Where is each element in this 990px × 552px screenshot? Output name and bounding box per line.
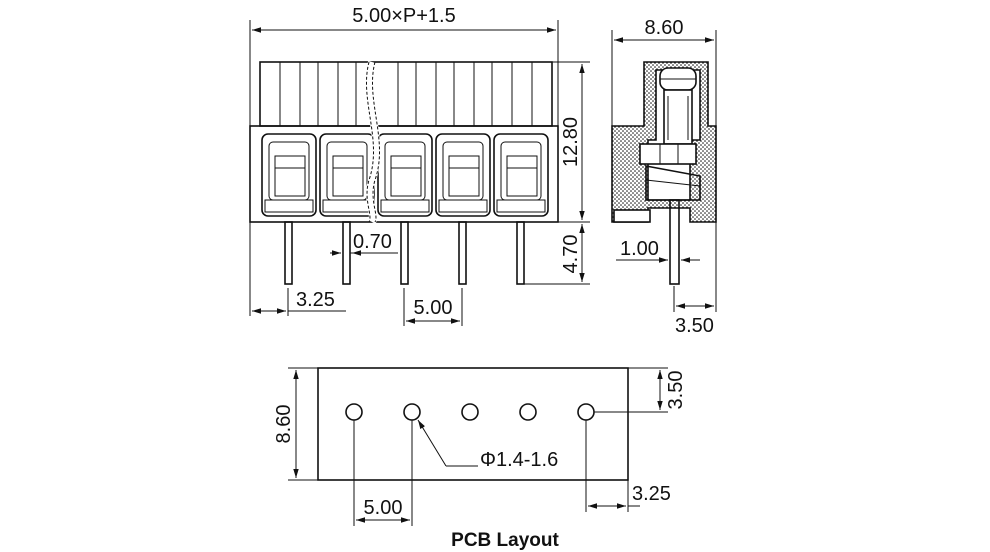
hole-diameter-callout: Φ1.4-1.6 xyxy=(417,419,558,471)
clamp xyxy=(319,133,375,217)
pcb-layout-view: 8.60 3.50 Φ1.4-1.6 5.00 3.25 xyxy=(273,367,687,551)
front-body xyxy=(249,125,559,223)
side-view: 8.60 1.00 3.50 xyxy=(611,17,717,337)
pcb-edge-offset-label: 3.25 xyxy=(632,483,671,505)
dim-pcb-hole-offset: 3.50 xyxy=(594,367,687,413)
clamp xyxy=(377,133,433,217)
pcb-hole xyxy=(461,403,479,421)
break-line xyxy=(365,60,381,224)
pin-length-label: 4.70 xyxy=(560,235,582,274)
pcb-height-label: 8.60 xyxy=(273,405,295,444)
pcb-hole xyxy=(577,403,595,421)
pcb-hole xyxy=(345,403,363,421)
front-clamps xyxy=(261,133,549,217)
pcb-layout-title: PCB Layout xyxy=(451,530,559,551)
front-pins xyxy=(284,221,525,285)
side-pin xyxy=(669,199,680,285)
pcb-holes xyxy=(345,403,595,421)
dim-edge-offset: 3.25 xyxy=(249,222,346,316)
pcb-pitch-label: 5.00 xyxy=(364,497,403,519)
pcb-hole-offset-label: 3.50 xyxy=(665,371,687,410)
clamp xyxy=(435,133,491,217)
pin-thickness-label: 1.00 xyxy=(620,238,659,260)
dim-side-depth: 8.60 xyxy=(611,17,717,126)
pcb-hole xyxy=(403,403,421,421)
clamp-cage xyxy=(639,143,697,165)
pitch-label: 5.00 xyxy=(414,297,453,319)
dim-pin-width: 0.70 xyxy=(330,231,398,256)
side-depth-label: 8.60 xyxy=(645,17,684,39)
front-view: 5.00×P+1.5 12.80 4.70 0.70 3 xyxy=(249,5,590,326)
dim-pcb-edge-offset: 3.25 xyxy=(585,420,671,512)
dim-pin-length: 4.70 xyxy=(524,224,590,285)
dim-pitch: 5.00 xyxy=(403,288,463,326)
pin-width-label: 0.70 xyxy=(353,231,392,253)
pin-offset-label: 3.50 xyxy=(675,315,714,337)
body-height-label: 12.80 xyxy=(560,117,582,167)
dim-body-height: 12.80 xyxy=(552,61,590,223)
edge-offset-label: 3.25 xyxy=(296,289,335,311)
dim-pcb-height: 8.60 xyxy=(273,367,318,481)
pcb-outline xyxy=(317,367,629,481)
dim-pin-offset: 3.50 xyxy=(673,222,717,337)
total-width-label: 5.00×P+1.5 xyxy=(352,5,455,27)
pcb-hole xyxy=(519,403,537,421)
hole-diameter-label: Φ1.4-1.6 xyxy=(480,449,558,471)
dim-total-width: 5.00×P+1.5 xyxy=(249,5,559,126)
dim-pin-thickness: 1.00 xyxy=(616,238,700,263)
front-top-section xyxy=(259,61,553,127)
clamp xyxy=(493,133,549,217)
clamp xyxy=(261,133,317,217)
front-top-ribs xyxy=(279,62,533,126)
dim-pcb-pitch: 5.00 xyxy=(353,420,413,526)
